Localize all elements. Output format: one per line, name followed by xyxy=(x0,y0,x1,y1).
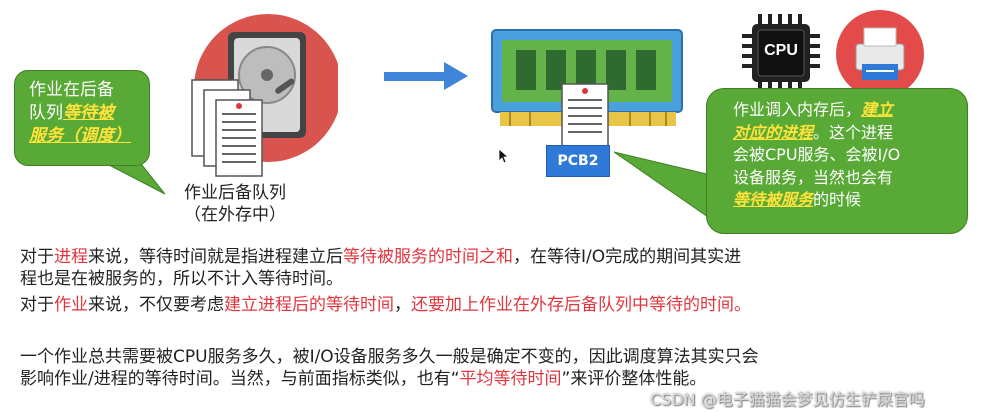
pcb2-box: PCB2 xyxy=(546,145,610,177)
right-bubble-line2-highlight: 对应的进程 xyxy=(733,122,814,142)
right-arrow-icon xyxy=(384,62,468,90)
job-backup-queue-label: 作业后备队列 （在外存中） xyxy=(160,182,310,226)
p3-text-highlight: 平均等待时间 xyxy=(459,369,562,389)
p2-text-highlight-1: 建立进程后的等待时间 xyxy=(224,295,394,315)
csdn-watermark: CSDN @电子猫猫会梦见仿生铲屎官吗 xyxy=(650,390,925,409)
document-stack-icon xyxy=(191,79,263,177)
left-bubble-line2-highlight: 等待被 xyxy=(63,103,114,123)
left-bubble-line3-highlight: 服务（调度） xyxy=(29,126,131,146)
right-bubble-line1-plain: 作业调入内存后， xyxy=(733,100,862,119)
printer-io-device-icon xyxy=(836,10,924,98)
right-bubble-line5-plain: 的时候 xyxy=(813,190,862,209)
left-callout-bubble: 作业在后备 队列等待被 服务（调度） xyxy=(14,70,150,166)
right-bubble-line2-plain: 。这个进程 xyxy=(813,122,894,142)
right-bubble-line4: 设备服务，当然也会有 xyxy=(733,167,894,187)
p1-text-highlight: 等待被服务的时间之和 xyxy=(343,247,513,267)
right-bubble-line3: 会被CPU服务、会被I/O xyxy=(733,145,901,164)
cpu-label: CPU xyxy=(764,42,798,59)
p2-text-c: 来说，不仅要考虑 xyxy=(88,295,224,315)
right-bubble-line5-highlight: 等待被服务 xyxy=(733,190,814,209)
p2-text-e: ， xyxy=(394,295,411,315)
p3-text-line1: 一个作业总共需要被CPU服务多久，被I/O设备服务多久一般是确定不变的，因此调度… xyxy=(20,347,759,367)
p3-text-line2-a: 影响作业/进程的等待时间。当然，与前面指标类似，也有“ xyxy=(20,369,460,389)
left-bubble-line2-plain: 队列 xyxy=(29,103,63,123)
paragraph-job-waiting-time: 对于作业来说，不仅要考虑建立进程后的等待时间，还要加上作业在外存后备队列中等待的… xyxy=(20,294,751,316)
disk-label-line1: 作业后备队列 xyxy=(184,183,286,203)
right-bubble-line1-highlight: 建立 xyxy=(861,100,894,119)
p1-text-process: 进程 xyxy=(54,247,88,267)
p2-text-a: 对于 xyxy=(20,295,54,315)
p1-text-line2: 程也是在被服务的，所以不计入等待时间。 xyxy=(20,269,343,289)
paragraph-scheduling-summary: 一个作业总共需要被CPU服务多久，被I/O设备服务多久一般是确定不变的，因此调度… xyxy=(20,346,759,390)
hard-disk-with-documents-illustration xyxy=(191,14,338,177)
p3-text-line2-c: ”来评价整体性能。 xyxy=(561,369,707,389)
right-callout-bubble: 作业调入内存后，建立 对应的进程。这个进程 会被CPU服务、会被I/O 设备服务… xyxy=(706,88,968,234)
left-bubble-line1: 作业在后备 xyxy=(29,80,114,100)
mouse-cursor-icon xyxy=(498,148,510,164)
process-document-icon xyxy=(561,83,609,147)
p1-text-c: 来说，等待时间就是指进程建立后 xyxy=(88,247,343,267)
disk-label-line2: （在外存中） xyxy=(184,205,286,225)
pcb2-label: PCB2 xyxy=(557,153,599,169)
p1-text-a: 对于 xyxy=(20,247,54,267)
paragraph-process-waiting-time: 对于进程来说，等待时间就是指进程建立后等待被服务的时间之和，在等待I/O完成的期… xyxy=(20,246,741,290)
p1-text-e: ，在等待I/O完成的期间其实进 xyxy=(513,247,742,267)
p2-text-highlight-2: 还要加上作业在外存后备队列中等待的时间。 xyxy=(411,295,751,315)
cpu-chip-icon xyxy=(742,14,820,92)
p2-text-job: 作业 xyxy=(54,295,88,315)
